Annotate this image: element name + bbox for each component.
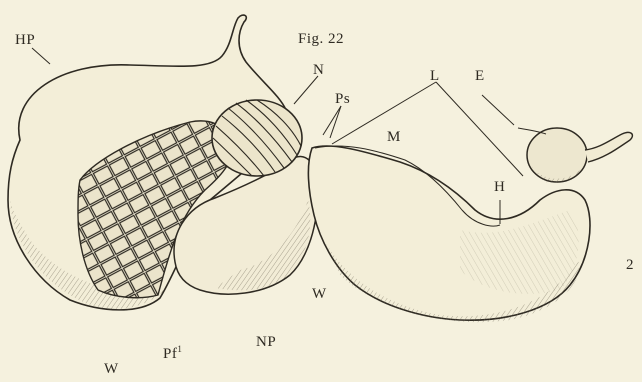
label-hp: HP <box>15 33 35 48</box>
label-np: NP <box>256 335 276 350</box>
label-e: E <box>475 69 485 84</box>
label-pf1: Pf1 <box>163 345 182 362</box>
striped-body <box>212 100 302 176</box>
bulb-tail <box>585 132 632 162</box>
label-n: N <box>313 63 324 78</box>
side-number: 2 <box>626 258 634 273</box>
label-w-middle: W <box>312 287 327 302</box>
small-bulb <box>527 128 587 182</box>
label-h: H <box>494 180 505 195</box>
label-l: L <box>430 69 440 84</box>
label-ps: Ps <box>335 92 350 107</box>
label-w-bottom: W <box>104 362 119 377</box>
figure-title: Fig. 22 <box>298 32 344 47</box>
label-m: M <box>387 130 401 145</box>
